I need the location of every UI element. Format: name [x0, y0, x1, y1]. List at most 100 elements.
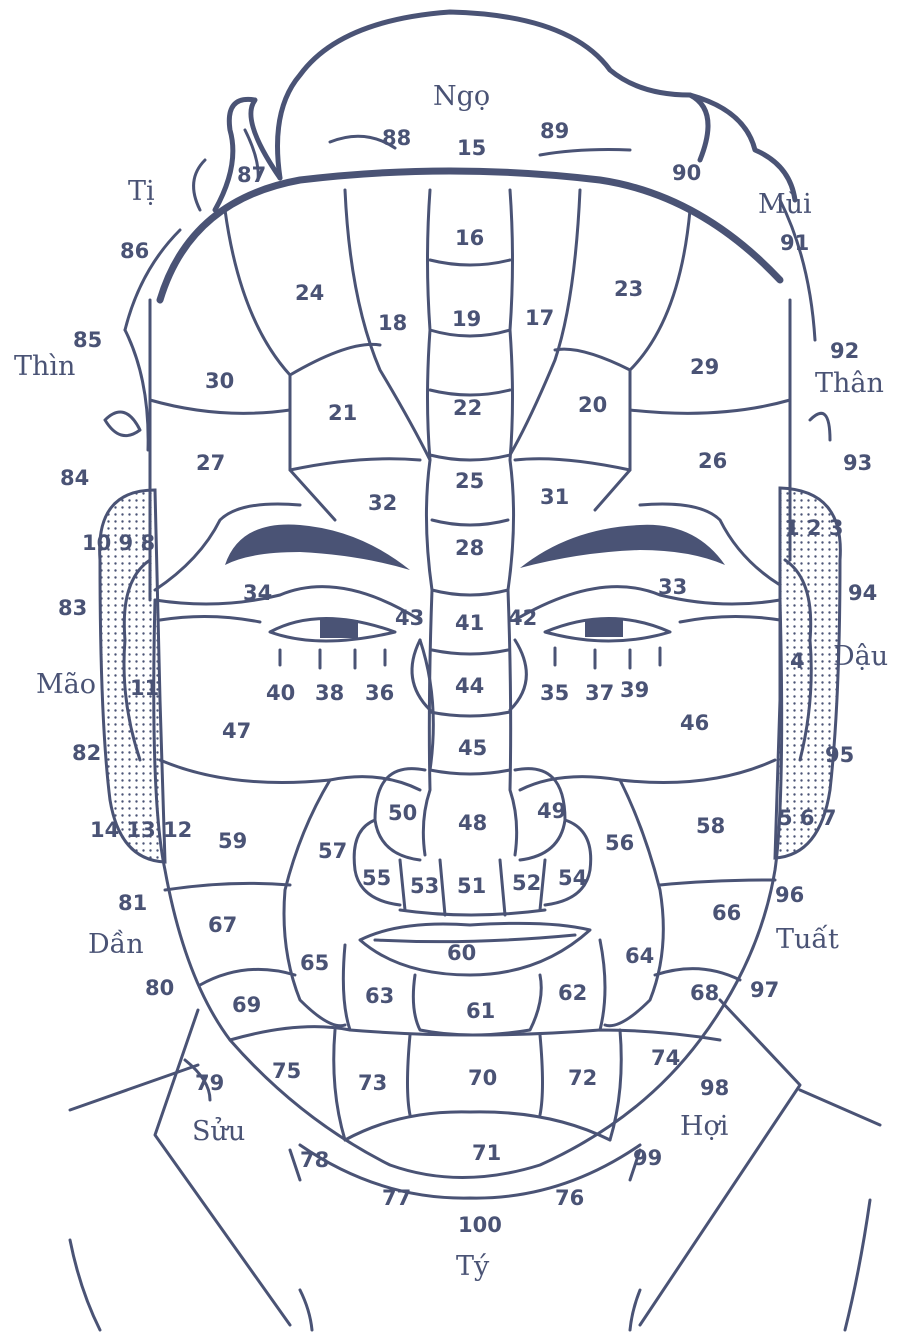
region-label: 63: [365, 984, 394, 1008]
region-label: 19: [452, 307, 481, 331]
region-label: 55: [362, 866, 391, 890]
region-label: 22: [453, 396, 482, 420]
region-label: 68: [690, 981, 719, 1005]
region-label: 44: [455, 674, 484, 698]
region-label: 38: [315, 681, 344, 705]
region-label: 29: [690, 355, 719, 379]
region-label: 73: [358, 1071, 387, 1095]
right-ear: [775, 488, 840, 858]
region-label: 82: [72, 741, 101, 765]
region-label: 16: [455, 226, 484, 250]
region-label: 88: [382, 126, 411, 150]
region-label: 98: [700, 1076, 729, 1100]
region-label: 60: [447, 941, 476, 965]
region-label: 99: [633, 1146, 662, 1170]
zone-hoi: Hợi: [680, 1111, 729, 1142]
region-label: 36: [365, 681, 394, 705]
region-label: 84: [60, 466, 89, 490]
region-label: 93: [843, 451, 872, 475]
region-label: 81: [118, 891, 147, 915]
region-label: 66: [712, 901, 741, 925]
region-label: 87: [237, 163, 266, 187]
region-label: 75: [272, 1059, 301, 1083]
zone-ty: Tý: [456, 1251, 490, 1282]
region-label: 58: [696, 814, 725, 838]
region-label: 10 9 8: [82, 531, 155, 555]
region-label: 11: [130, 676, 159, 700]
region-label: 31: [540, 485, 569, 509]
region-label: 23: [614, 277, 643, 301]
region-label: 17: [525, 306, 554, 330]
region-label: 91: [780, 231, 809, 255]
region-label: 47: [222, 719, 251, 743]
zone-thin: Thìn: [14, 351, 75, 382]
region-label: 92: [830, 339, 859, 363]
region-label: 61: [466, 999, 495, 1023]
region-label: 18: [378, 311, 407, 335]
region-label: 35: [540, 681, 569, 705]
region-label: 33: [658, 575, 687, 599]
region-label: 49: [537, 799, 566, 823]
region-label: 97: [750, 978, 779, 1002]
region-label: 56: [605, 831, 634, 855]
region-label: 64: [625, 944, 654, 968]
region-label: 39: [620, 678, 649, 702]
region-label: 80: [145, 976, 174, 1000]
region-label: 83: [58, 596, 87, 620]
region-label: 37: [585, 681, 614, 705]
region-label: 69: [232, 993, 261, 1017]
region-label: 86: [120, 239, 149, 263]
zone-dau: Dậu: [833, 641, 888, 672]
region-label: 65: [300, 951, 329, 975]
region-label: 72: [568, 1066, 597, 1090]
region-label: 76: [555, 1186, 584, 1210]
region-numbers: 15 16 17 18 19 20 21 22 23 24 25 26 27 2…: [58, 119, 877, 1237]
region-label: 50: [388, 801, 417, 825]
region-label: 79: [195, 1071, 224, 1095]
region-label: 30: [205, 369, 234, 393]
region-label: 43: [395, 606, 424, 630]
region-label: 48: [458, 811, 487, 835]
region-label: 26: [698, 449, 727, 473]
region-label: 25: [455, 469, 484, 493]
region-label: 4: [790, 649, 805, 673]
region-label: 51: [457, 874, 486, 898]
region-label: 28: [455, 536, 484, 560]
region-label: 85: [73, 328, 102, 352]
region-label: 32: [368, 491, 397, 515]
region-label: 77: [382, 1186, 411, 1210]
region-label: 53: [410, 874, 439, 898]
region-label: 62: [558, 981, 587, 1005]
region-label: 74: [651, 1046, 680, 1070]
region-label: 78: [300, 1148, 329, 1172]
zone-suu: Sửu: [192, 1115, 245, 1147]
zone-ti: Tị: [128, 176, 155, 207]
region-label: 20: [578, 393, 607, 417]
right-eyebrow: [520, 525, 725, 568]
region-label: 70: [468, 1066, 497, 1090]
region-label: 27: [196, 451, 225, 475]
zone-dan: Dần: [88, 929, 144, 960]
left-eyebrow: [225, 525, 410, 571]
zone-than: Thân: [815, 368, 884, 399]
zone-ngo: Ngọ: [433, 81, 490, 112]
region-label: 46: [680, 711, 709, 735]
region-label: 21: [328, 401, 357, 425]
region-label: 45: [458, 736, 487, 760]
zone-mui: Mùi: [758, 189, 812, 220]
region-label: 42: [508, 606, 537, 630]
region-label: 100: [458, 1213, 502, 1237]
zone-tuat: Tuất: [776, 924, 839, 955]
region-label: 59: [218, 829, 247, 853]
region-label: 41: [455, 611, 484, 635]
region-label: 34: [243, 581, 272, 605]
region-label: 54: [558, 866, 587, 890]
region-label: 57: [318, 839, 347, 863]
region-label: 96: [775, 883, 804, 907]
region-label: 90: [672, 161, 701, 185]
region-label: 40: [266, 681, 295, 705]
region-label: 71: [472, 1141, 501, 1165]
region-label: 89: [540, 119, 569, 143]
